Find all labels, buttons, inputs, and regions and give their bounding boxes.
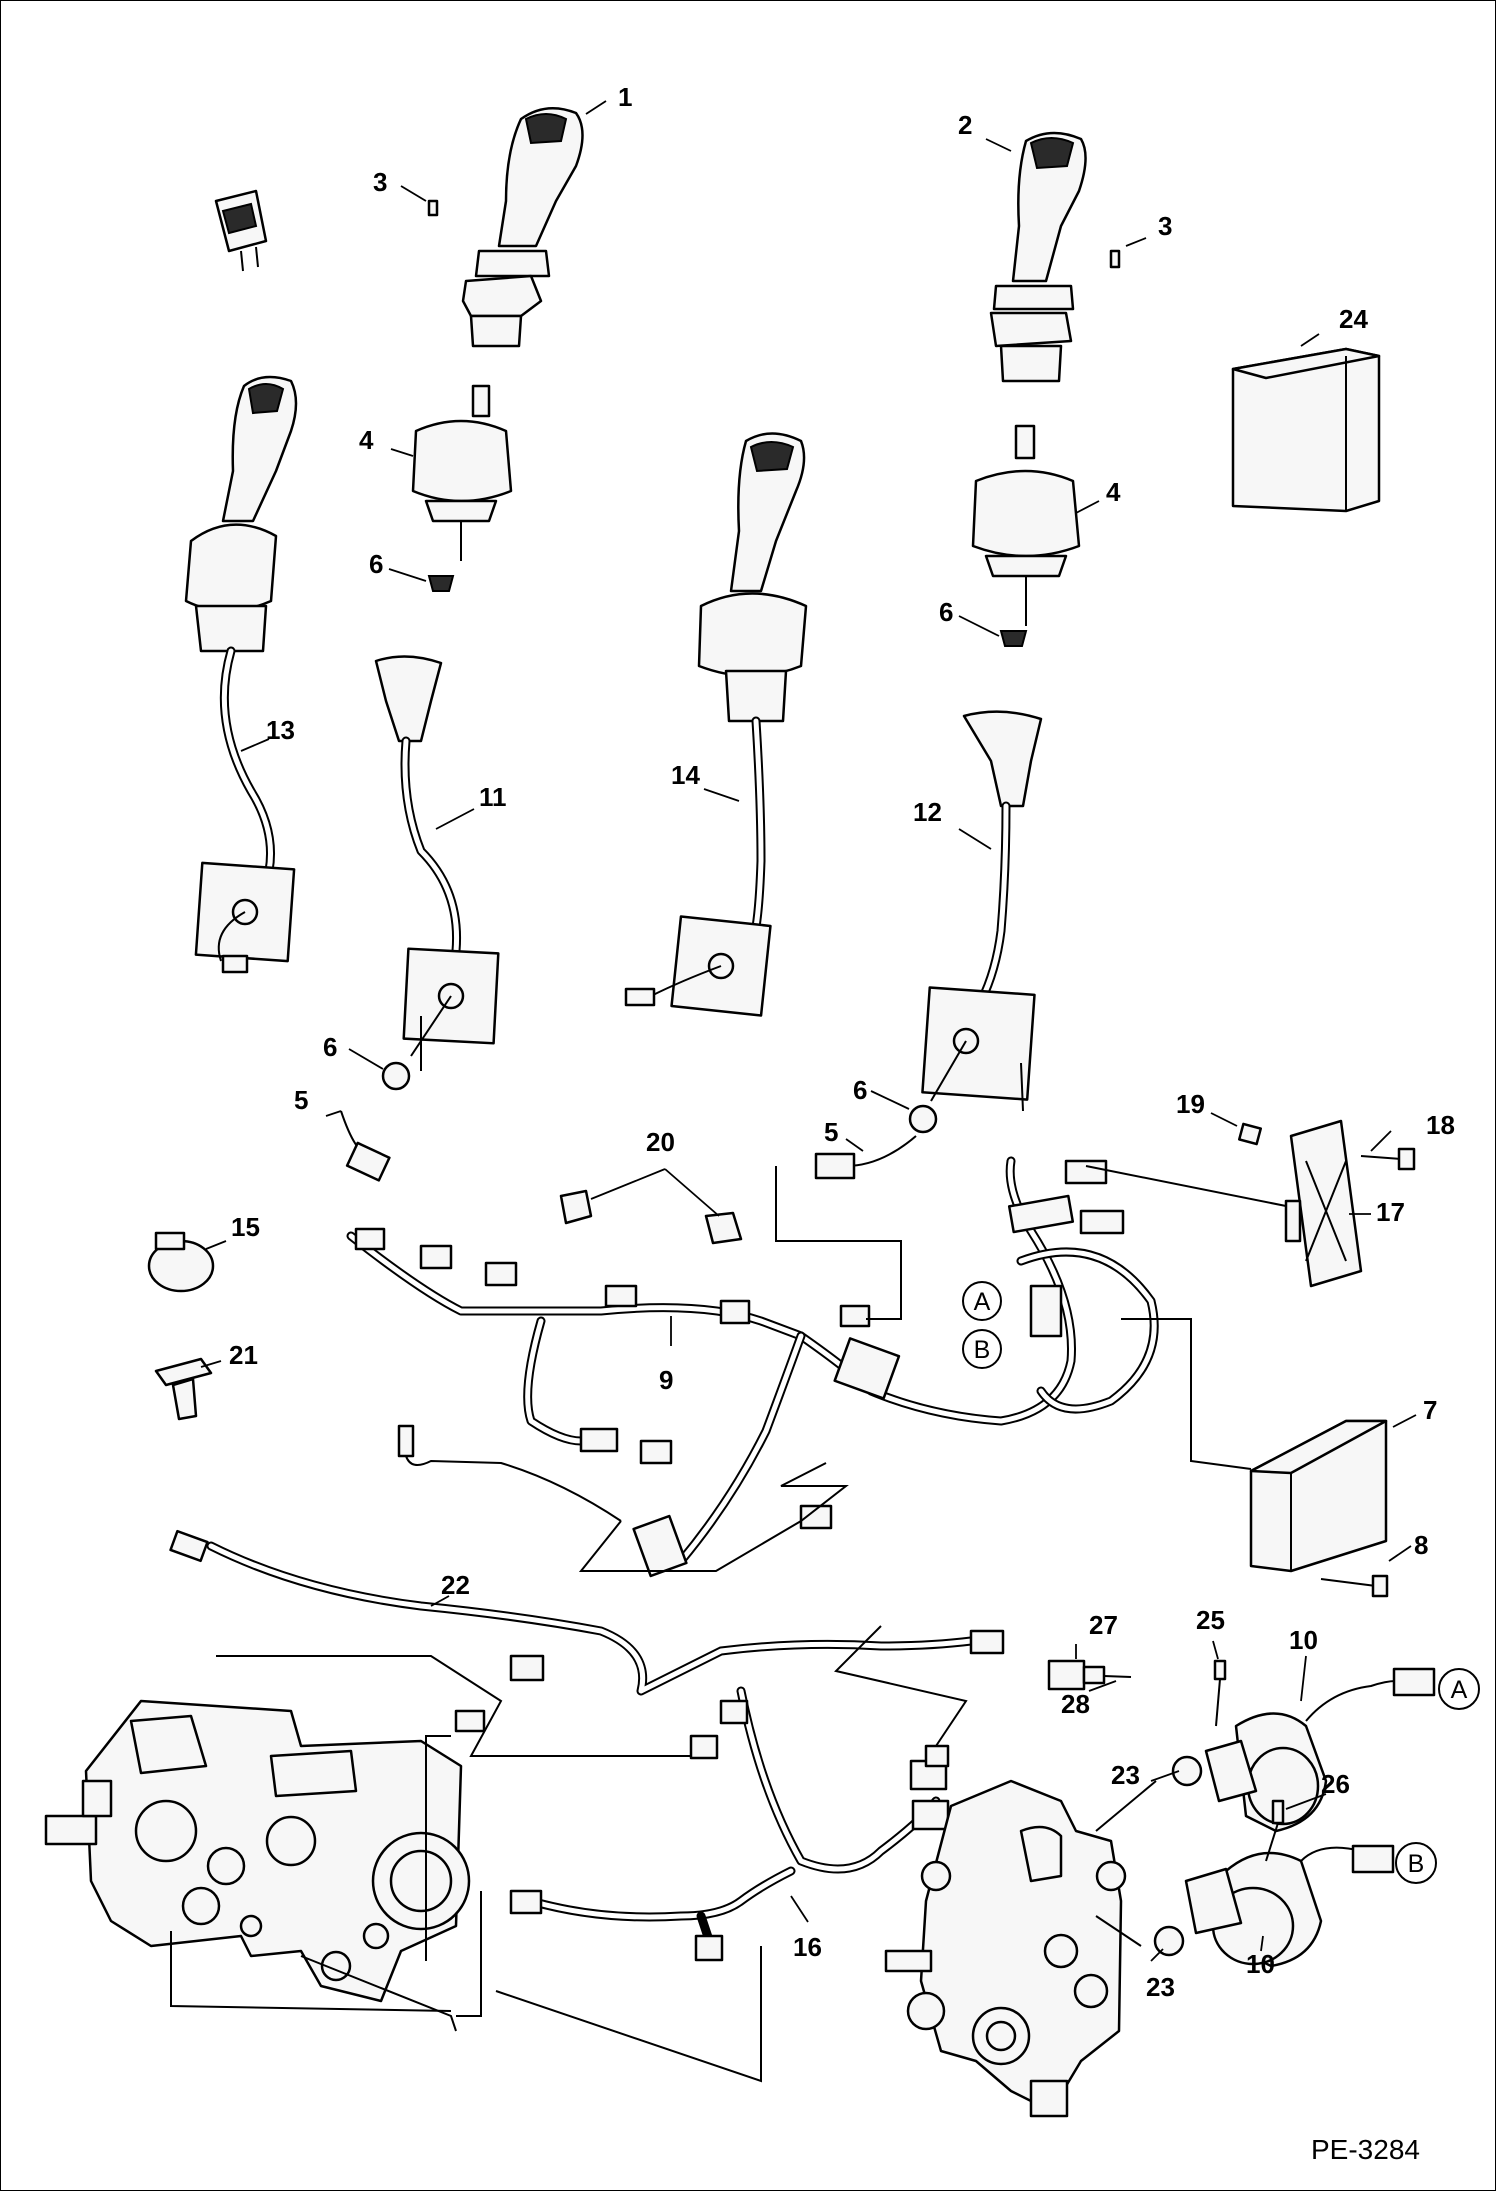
callout-10-bottom: 10	[1246, 1949, 1275, 1979]
callout-10-top: 10	[1289, 1625, 1318, 1655]
callout-24: 24	[1339, 304, 1368, 334]
callout-25: 25	[1196, 1605, 1225, 1635]
callout-15: 15	[231, 1212, 260, 1242]
callout-1: 1	[618, 82, 632, 112]
harness-connector-5-right	[814, 1135, 917, 1180]
callout-9: 9	[659, 1365, 673, 1395]
screw-25	[1213, 1659, 1227, 1727]
callout-6-c: 6	[323, 1032, 337, 1062]
main-harness-9	[346, 1156, 1159, 1578]
callout-6-a: 6	[369, 549, 383, 579]
callout-numbers: 1 2 3 3 4 4 6 6 6 6 5 5 13 11 14 12 24 1…	[229, 82, 1455, 2002]
callout-11: 11	[479, 782, 507, 812]
adapter-sleeve-left	[471, 384, 491, 418]
connector-27-28	[1047, 1659, 1132, 1691]
marker-b-harness-text: B	[974, 1336, 991, 1364]
screw-26	[1265, 1799, 1285, 1862]
grommet-6-left-bottom	[381, 1061, 411, 1091]
marker-b-solenoid-text: B	[1408, 1850, 1425, 1878]
callout-20: 20	[646, 1127, 675, 1157]
oring-23-bottom	[1153, 1925, 1185, 1957]
harness-16	[509, 1686, 950, 1962]
callout-8: 8	[1414, 1530, 1428, 1560]
callout-19: 19	[1176, 1089, 1205, 1119]
screw-3-right	[1109, 249, 1121, 269]
spacers-20	[559, 1189, 743, 1245]
cable-tie-15	[147, 1231, 215, 1293]
adapter-sleeve-right	[1014, 424, 1036, 460]
callout-7: 7	[1423, 1395, 1437, 1425]
screw-3-left	[427, 199, 439, 217]
hydraulic-pump	[44, 1699, 471, 2003]
push-clip-21	[154, 1357, 213, 1421]
joystick-handle-right	[989, 131, 1087, 383]
boot-4-right	[971, 469, 1081, 626]
callout-2: 2	[958, 110, 972, 140]
callout-5-right: 5	[824, 1117, 838, 1147]
callout-12: 12	[913, 797, 942, 827]
harness-connector-5-left	[340, 1110, 391, 1182]
callout-23-bottom: 23	[1146, 1972, 1175, 2002]
joystick-14-assembled	[624, 432, 808, 1017]
marker-a-harness-text: A	[974, 1288, 991, 1316]
callout-4-right: 4	[1106, 477, 1121, 507]
drawing-reference-number: PE-3284	[1311, 2134, 1420, 2165]
connector-marker-a-solenoid: A	[1438, 1668, 1480, 1710]
box-24	[1231, 347, 1381, 513]
callout-26: 26	[1321, 1769, 1350, 1799]
cable-12	[921, 710, 1043, 1102]
harness-22	[169, 1529, 1005, 1733]
cable-11	[374, 655, 500, 1057]
solenoid-10-top	[1204, 1667, 1436, 1833]
callout-23-top: 23	[1111, 1760, 1140, 1790]
callout-14: 14	[671, 760, 700, 790]
bracket-17	[1284, 1119, 1363, 1288]
callout-4-left: 4	[359, 425, 374, 455]
callout-6-d: 6	[853, 1075, 867, 1105]
harness-branch-wire	[397, 1424, 622, 1522]
callout-17: 17	[1376, 1197, 1405, 1227]
callout-22: 22	[441, 1570, 470, 1600]
leader-lines	[200, 100, 1417, 1962]
grommet-6-right-bottom	[908, 1104, 938, 1134]
callout-3-left: 3	[373, 167, 387, 197]
solenoid-10-bottom	[1184, 1844, 1395, 1968]
callout-18: 18	[1426, 1110, 1455, 1140]
joystick-13-assembled	[184, 375, 298, 974]
grommet-6-left-top	[427, 575, 455, 592]
nut-19	[1237, 1122, 1263, 1146]
connector-marker-a-harness: A	[962, 1281, 1002, 1321]
controller-module-7	[1249, 1419, 1388, 1573]
joystick-handle-left	[461, 106, 584, 348]
callout-3-right: 3	[1158, 211, 1172, 241]
callout-13: 13	[266, 715, 295, 745]
oring-23-top	[1171, 1755, 1203, 1787]
screw-8	[1320, 1574, 1389, 1598]
callout-16: 16	[793, 1932, 822, 1962]
callout-27: 27	[1089, 1610, 1118, 1640]
connection-lines	[170, 1016, 1287, 2083]
screw-18	[1360, 1147, 1416, 1171]
callout-5-left: 5	[294, 1085, 308, 1115]
control-valve	[884, 1779, 1127, 2118]
connector-marker-b-solenoid: B	[1395, 1842, 1437, 1884]
rocker-switch	[214, 189, 268, 272]
marker-a-solenoid-text: A	[1451, 1676, 1468, 1704]
connector-marker-b-harness: B	[962, 1329, 1002, 1369]
callout-6-b: 6	[939, 597, 953, 627]
callout-21: 21	[229, 1340, 258, 1370]
boot-4-left	[411, 419, 513, 561]
grommet-6-right-top	[999, 630, 1028, 647]
callout-28: 28	[1061, 1689, 1090, 1719]
